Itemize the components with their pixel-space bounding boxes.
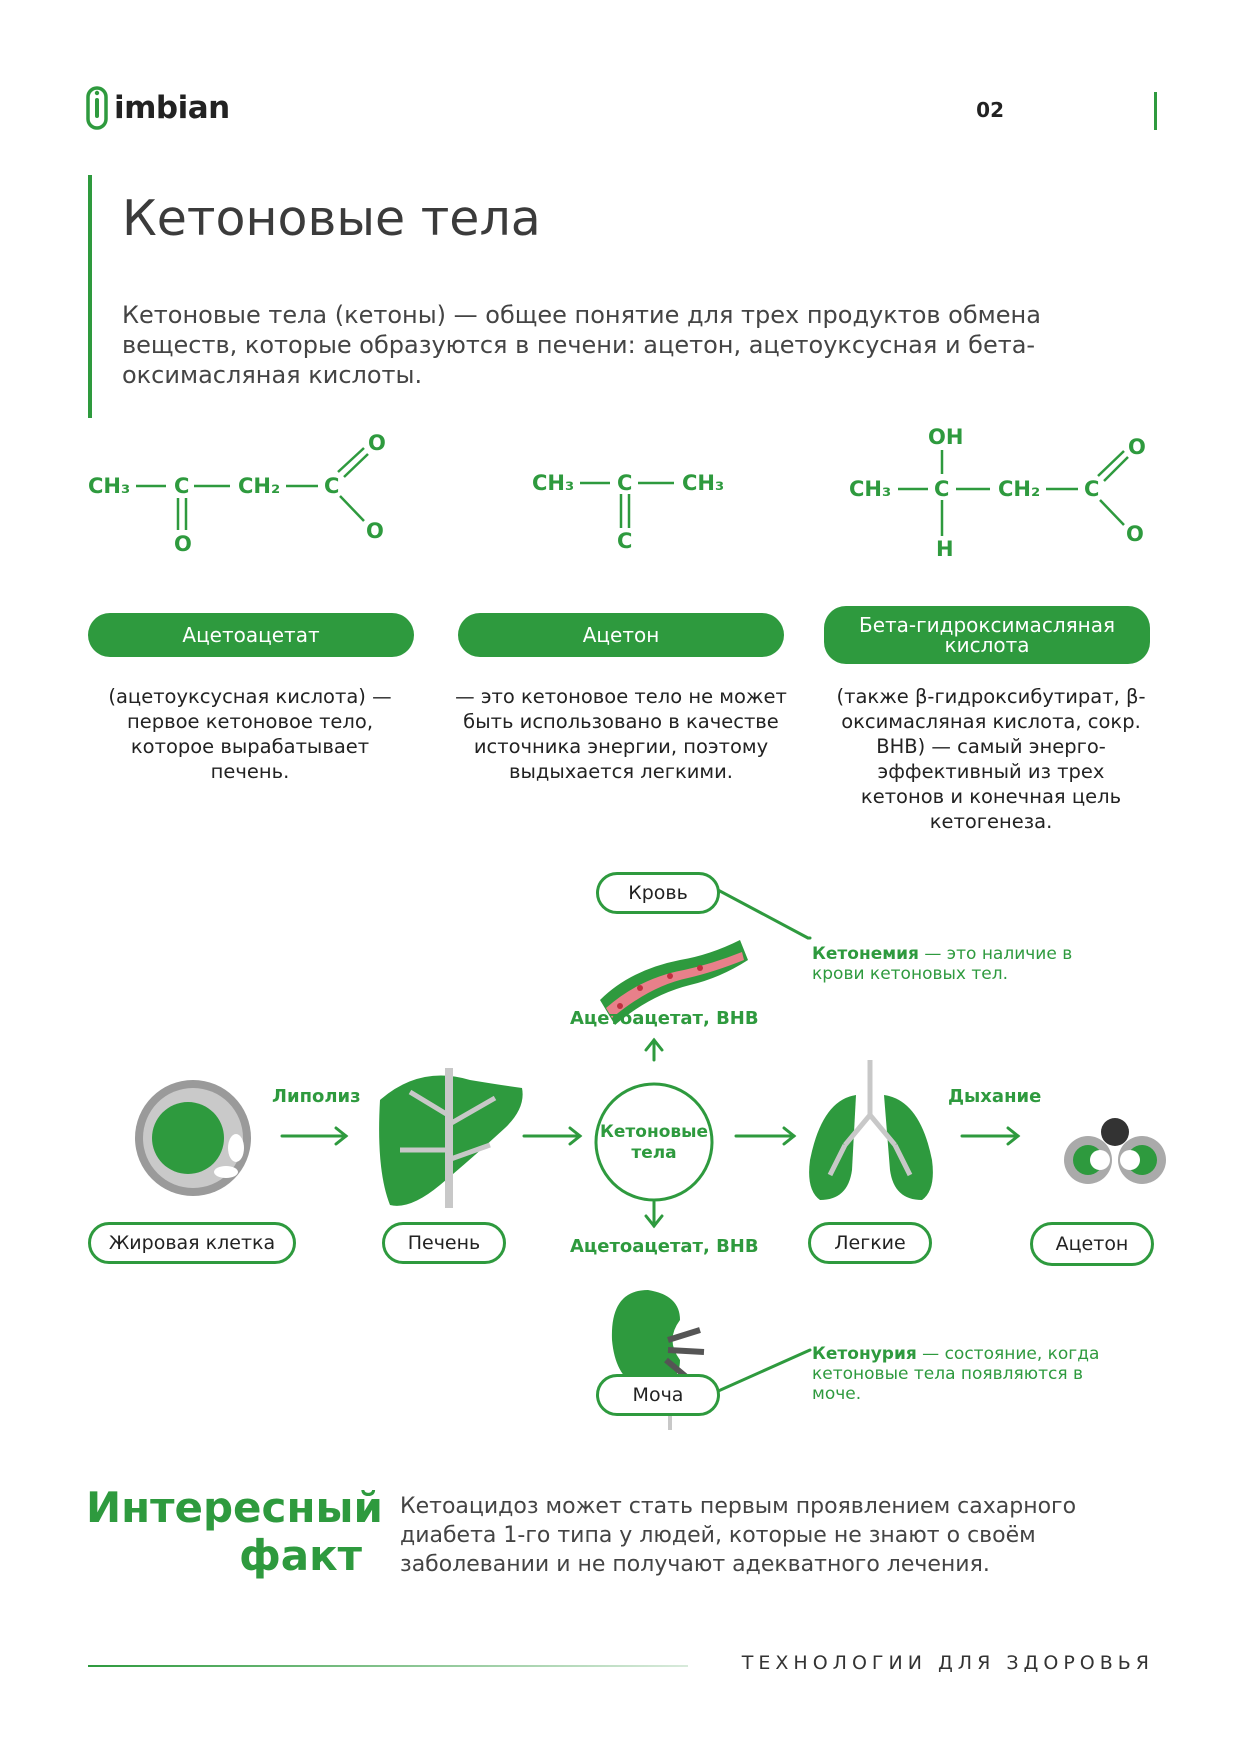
fact-text: Кетоацидоз может стать первым проявление… [400, 1494, 1077, 1577]
node-lungs: Легкие [808, 1222, 932, 1264]
formula-bhb: CH₃ C CH₂ C OH H O O [849, 425, 1146, 561]
page-number-divider [1154, 92, 1157, 130]
desc-bhb: (также β-гидроксибутират, β-оксимасляная… [836, 685, 1146, 833]
note-ketonuria: Кетонурия — состояние, когда кетоновые т… [812, 1344, 1112, 1404]
fat-cell-illustration [135, 1080, 251, 1196]
footer-divider [88, 1665, 688, 1667]
node-blood: Кровь [596, 872, 720, 914]
formula-atom: O [366, 519, 384, 543]
intro-paragraph: Кетоновые тела (кетоны) — общее понятие … [122, 301, 1041, 389]
liver-illustration [379, 1068, 523, 1208]
formula-acetoacetate: CH₃ C CH₂ C O O O [88, 431, 386, 556]
formula-atom: C [617, 529, 632, 553]
brand-logo: imbian [86, 86, 230, 130]
pill-acetone: Ацетон [458, 613, 784, 657]
label-to-blood: Ацетоацетат, ВНВ [570, 1008, 759, 1029]
node-liver: Печень [382, 1222, 506, 1264]
ketonuria-text: — состояние, когда кетоновые тела появля… [812, 1344, 1100, 1404]
title-accent-bar [88, 175, 92, 418]
formula-atom: O [174, 532, 192, 556]
formula-atom: C [324, 474, 339, 498]
formula-atom: C [1084, 477, 1099, 501]
brand-name: imbian [114, 90, 230, 126]
formula-atom: O [1128, 435, 1146, 459]
formula-atom: CH₃ [532, 471, 574, 495]
node-ketone-bodies: Кетоновые тела [600, 1122, 709, 1163]
page-number: 02 [976, 98, 1004, 122]
structural-formulas: CH₃ C CH₂ C O O O CH₃ C CH₃ C CH₃ C CH₂ … [88, 425, 1146, 561]
blood-vessel-illustration [600, 940, 748, 1025]
label-breathing: Дыхание [948, 1086, 1042, 1107]
page-title: Кетоновые тела [122, 190, 541, 247]
footer-tagline: ТЕХНОЛОГИИ ДЛЯ ЗДОРОВЬЯ [741, 1652, 1154, 1674]
formula-atom: C [934, 477, 949, 501]
fact-title: Интересный факт [86, 1483, 383, 1580]
label-lipolysis: Липолиз [272, 1086, 361, 1107]
pill-acetoacetate: Ацетоацетат [88, 613, 414, 657]
lungs-illustration [809, 1060, 933, 1200]
formula-atom: CH₃ [849, 477, 891, 501]
node-urine: Моча [596, 1374, 720, 1416]
ketone-flow-diagram [135, 888, 1166, 1430]
formula-atom: CH₃ [88, 474, 130, 498]
fact-title-line2: факт [239, 1531, 362, 1580]
formula-acetone: CH₃ C CH₃ C [532, 471, 724, 553]
formula-atom: H [936, 537, 954, 561]
formula-atom: CH₃ [682, 471, 724, 495]
ketonemia-text: — это наличие в крови кетоновых тел. [812, 944, 1073, 984]
logo-icon [86, 86, 108, 130]
formula-atom: O [368, 431, 386, 455]
desc-acetoacetate: (ацетоуксусная кислота) — первое кетонов… [108, 685, 392, 783]
formula-atom: O [1126, 522, 1144, 546]
formula-atom: OH [928, 425, 963, 449]
node-acetone: Ацетон [1030, 1222, 1154, 1266]
formula-atom: CH₂ [238, 474, 280, 498]
fact-title-line1: Интересный [86, 1483, 383, 1532]
ketonuria-term: Кетонурия [812, 1344, 917, 1364]
pill-bhb: Бета-гидроксимасляная кислота [824, 606, 1150, 664]
formula-atom: C [617, 471, 632, 495]
node-fat-cell: Жировая клетка [88, 1222, 296, 1264]
acetone-molecule-illustration [1064, 1118, 1166, 1184]
formula-atom: C [174, 474, 189, 498]
note-ketonemia: Кетонемия — это наличие в крови кетоновы… [812, 944, 1082, 984]
ketonemia-term: Кетонемия [812, 944, 919, 964]
formula-atom: CH₂ [998, 477, 1040, 501]
label-to-urine: Ацетоацетат, ВНВ [570, 1236, 759, 1257]
desc-acetone: — это кетоновое тело не может быть испол… [455, 685, 787, 783]
